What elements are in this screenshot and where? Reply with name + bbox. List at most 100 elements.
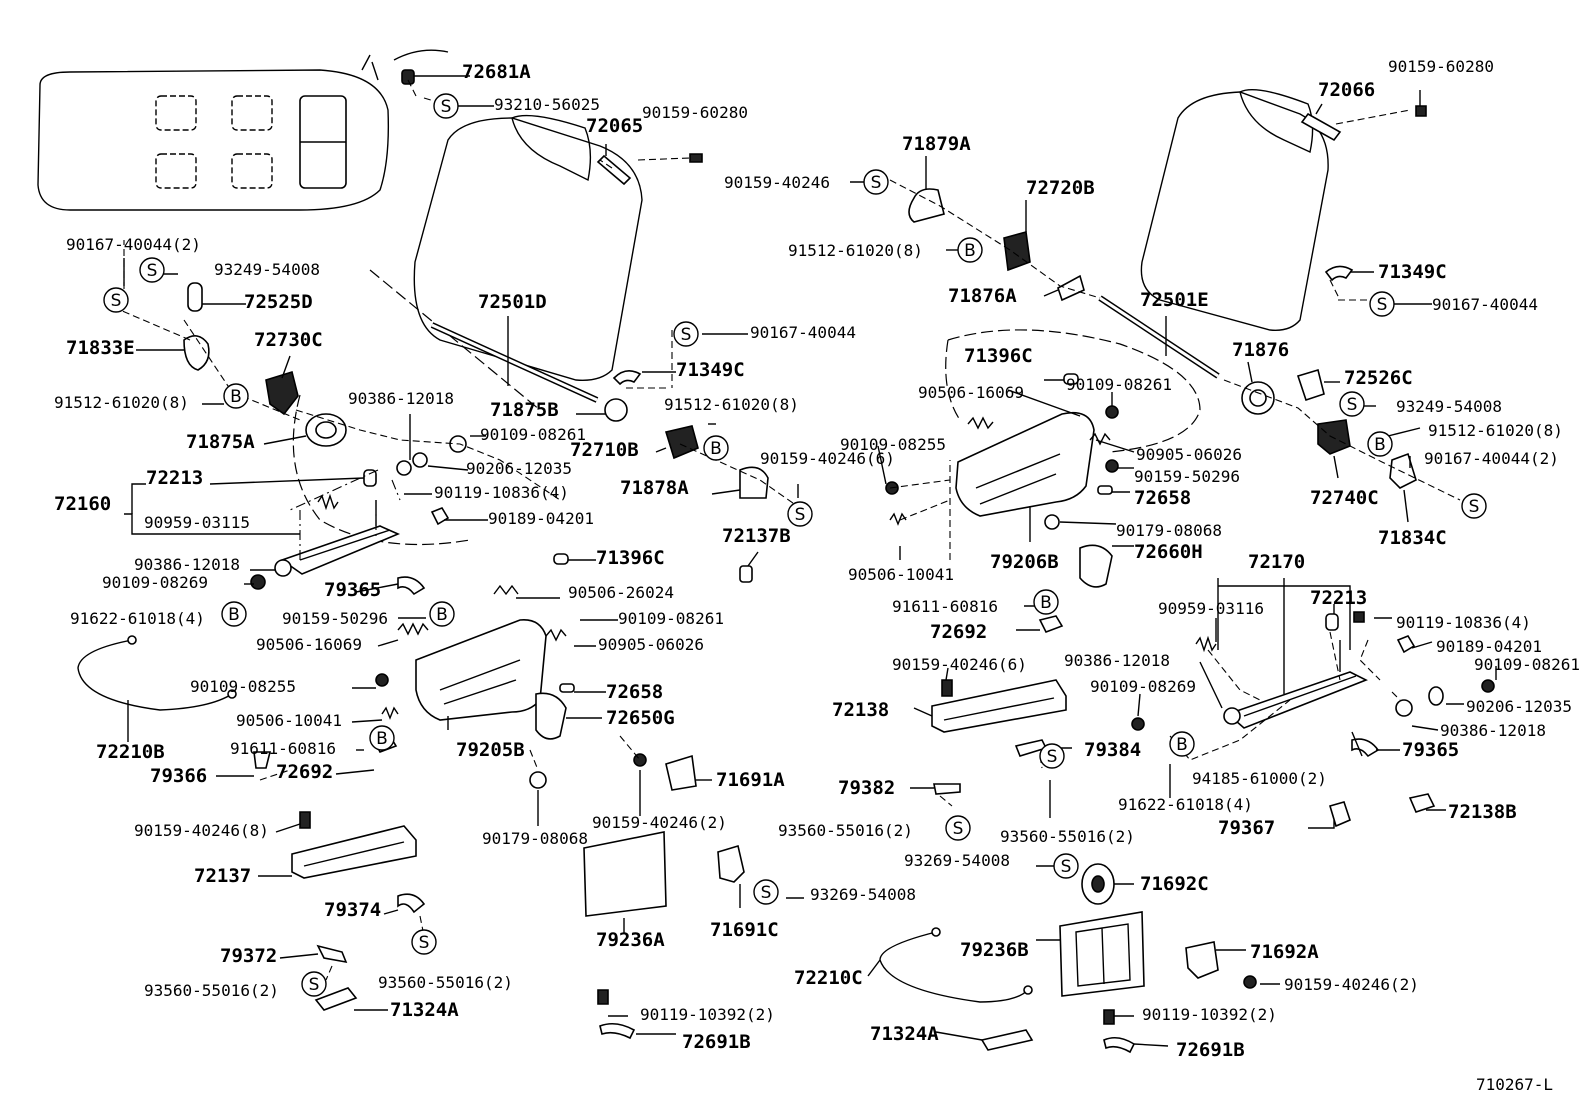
part-72650g (535, 692, 567, 740)
svg-text:S: S (1347, 395, 1358, 415)
bolt-b-marker: B (221, 601, 247, 627)
label-72065: 72065 (586, 115, 643, 137)
label-90159-40246-2-: 90159-40246(2) (592, 813, 727, 832)
label-710267-l: 710267-L (1476, 1075, 1553, 1094)
svg-text:S: S (147, 261, 158, 281)
label-72650g: 72650G (606, 707, 675, 729)
part-72691b-left (599, 1022, 636, 1040)
label-91611-60816: 91611-60816 (230, 739, 336, 758)
svg-text:S: S (795, 505, 806, 525)
label-71875b: 71875B (490, 399, 559, 421)
label-90189-04201: 90189-04201 (1436, 637, 1542, 656)
part-90206-12035-right (1428, 686, 1444, 706)
label-90109-08255: 90109-08255 (840, 435, 946, 454)
label-79384: 79384 (1084, 739, 1141, 761)
bolt-b-marker: B (1169, 731, 1195, 757)
part-72658-left (559, 683, 575, 693)
part-71834c (1389, 452, 1417, 489)
part-90109-08261-far-right (1481, 679, 1495, 693)
part-72160-slide (280, 525, 401, 575)
part-79206b (955, 411, 1095, 517)
label-90905-06026: 90905-06026 (598, 635, 704, 654)
label-90159-40246-6-: 90159-40246(6) (760, 449, 895, 468)
svg-text:B: B (1374, 435, 1386, 455)
part-71876a (1057, 274, 1085, 302)
part-71875b (604, 398, 628, 422)
part-72525d (187, 282, 203, 312)
label-90179-08068: 90179-08068 (482, 829, 588, 848)
part-90189-04201-right (1396, 635, 1416, 654)
part-90159-40246-6 (941, 679, 953, 697)
label-93249-54008: 93249-54008 (214, 260, 320, 279)
label-91512-61020-8-: 91512-61020(8) (1428, 421, 1563, 440)
label-93210-56025: 93210-56025 (494, 95, 600, 114)
label-90119-10392-2-: 90119-10392(2) (1142, 1005, 1277, 1024)
label-72501e: 72501E (1140, 289, 1209, 311)
label-72658: 72658 (606, 681, 663, 703)
part-72213-right (1325, 613, 1339, 631)
svg-text:B: B (710, 439, 722, 459)
label-72213: 72213 (1310, 587, 1367, 609)
cable-72210b (77, 639, 233, 711)
part-71691a (665, 754, 697, 791)
label-71396c: 71396C (596, 547, 665, 569)
label-72210b: 72210B (96, 741, 165, 763)
part-79205b (415, 619, 547, 721)
label-90109-08261: 90109-08261 (1474, 655, 1580, 674)
part-71396c-left (553, 553, 569, 565)
part-79382 (933, 783, 961, 795)
svg-text:S: S (1061, 857, 1072, 877)
part-90386-12018-left (396, 460, 412, 476)
part-72065 (596, 154, 632, 186)
part-71324a-right (980, 1029, 1034, 1051)
label-93269-54008: 93269-54008 (810, 885, 916, 904)
label-72691b: 72691B (682, 1031, 751, 1053)
part-90905-06026-right (1089, 432, 1111, 446)
part-90109-08269-left (250, 574, 266, 590)
label-71878a: 71878A (620, 477, 689, 499)
label-90506-10041: 90506-10041 (848, 565, 954, 584)
label-91512-61020-8-: 91512-61020(8) (54, 393, 189, 412)
label-90119-10392-2-: 90119-10392(2) (640, 1005, 775, 1024)
part-90109-08261-right (1105, 405, 1119, 419)
part-72138b (1408, 793, 1436, 813)
label-79365: 79365 (1402, 739, 1459, 761)
rod-72501e (1098, 295, 1220, 379)
part-79236a (583, 831, 667, 917)
part-72660h (1079, 544, 1113, 588)
bolt-b-marker: B (703, 435, 729, 461)
label-72660h: 72660H (1134, 541, 1203, 563)
label-90959-03116: 90959-03116 (1158, 599, 1264, 618)
part-labels: 72681A93210-560257206590159-6028090167-4… (54, 57, 1580, 1094)
label-90109-08255: 90109-08255 (190, 677, 296, 696)
part-72658-right (1097, 485, 1113, 495)
cable-72210c (879, 931, 1029, 1003)
part-90386-12018-right (1395, 699, 1413, 717)
part-72710b (664, 425, 699, 460)
label-72658: 72658 (1134, 487, 1191, 509)
label-90206-12035: 90206-12035 (466, 459, 572, 478)
svg-text:S: S (1469, 497, 1480, 517)
standard-part-s-marker: S (433, 93, 459, 119)
label-71879a: 71879A (902, 133, 971, 155)
bolt-b-marker: B (369, 725, 395, 751)
label-79372: 79372 (220, 945, 277, 967)
label-79374: 79374 (324, 899, 381, 921)
label-90159-60280: 90159-60280 (642, 103, 748, 122)
label-71692c: 71692C (1140, 873, 1209, 895)
label-72720b: 72720B (1026, 177, 1095, 199)
part-71349c-left (612, 370, 642, 386)
label-90506-10041: 90506-10041 (236, 711, 342, 730)
label-79365: 79365 (324, 579, 381, 601)
label-71396c: 71396C (964, 345, 1033, 367)
label-72525d: 72525D (244, 291, 313, 313)
standard-part-s-marker: S (753, 879, 779, 905)
part-71833e (183, 335, 210, 371)
part-90119-10836-right (1353, 611, 1365, 623)
part-72066 (1300, 112, 1342, 142)
part-72730c (265, 370, 299, 416)
label-71834c: 71834C (1378, 527, 1447, 549)
part-71349c-right (1324, 265, 1354, 282)
part-90119-10392-left (597, 989, 609, 1005)
label-90167-40044-2-: 90167-40044(2) (1424, 449, 1559, 468)
